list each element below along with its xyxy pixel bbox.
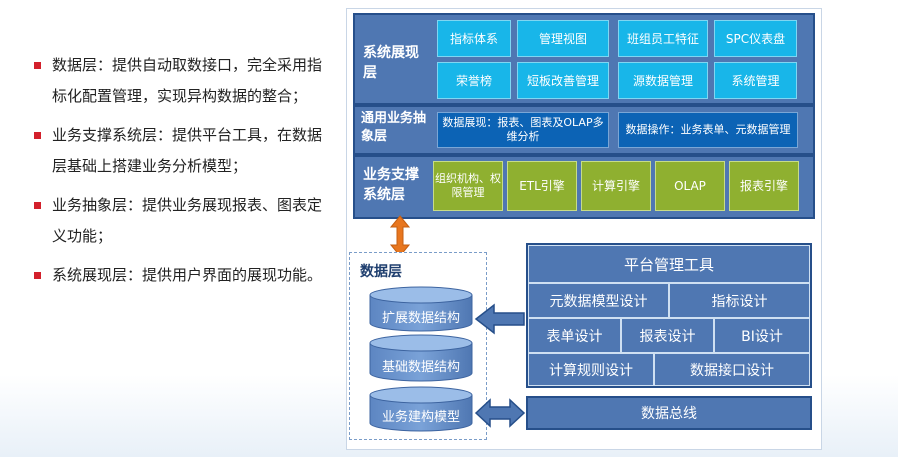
system-management-box: 系统管理 bbox=[714, 62, 797, 99]
metadata-model-design-cell: 元数据模型设计 bbox=[528, 283, 669, 318]
data-presentation-box: 数据展现：报表、图表及OLAP多维分析 bbox=[437, 112, 609, 148]
calculation-rule-design-cell: 计算规则设计 bbox=[528, 353, 654, 386]
platform-tools-panel: 平台管理工具 元数据模型设计 指标设计 表单设计 报表设计 BI设计 计算规则设… bbox=[526, 243, 812, 388]
left-arrow bbox=[474, 303, 525, 335]
data-layer-label: 数据层 bbox=[360, 264, 402, 280]
extended-data-structure-label: 扩展数据结构 bbox=[381, 311, 460, 326]
extended-data-structure-cylinder bbox=[369, 286, 473, 332]
presentation-layer: 系统展现层 指标体系 管理视图 班组员工特征 SPC仪表盘 荣誉榜 短板改善管理… bbox=[353, 13, 815, 105]
etl-engine-box: ETL引擎 bbox=[507, 161, 577, 211]
bullet-item: 系统展现层：提供用户界面的展现功能。 bbox=[34, 260, 324, 291]
bullet-text: 数据层：提供自动取数接口，完全采用指标化配置管理，实现异构数据的整合； bbox=[52, 56, 323, 105]
report-design-cell: 报表设计 bbox=[621, 318, 714, 353]
bullet-item: 数据层：提供自动取数接口，完全采用指标化配置管理，实现异构数据的整合； bbox=[34, 50, 324, 112]
bi-design-cell: BI设计 bbox=[714, 318, 810, 353]
support-layer: 业务支撑系统层 组织机构、权限管理 ETL引擎 计算引擎 OLAP 报表引擎 bbox=[353, 155, 815, 219]
orange-double-arrow bbox=[390, 215, 410, 257]
team-employee-features-box: 班组员工特征 bbox=[618, 20, 708, 57]
bullet-marker bbox=[34, 132, 41, 139]
management-view-box: 管理视图 bbox=[517, 20, 609, 57]
data-cylinders bbox=[369, 286, 473, 432]
data-interface-design-cell: 数据接口设计 bbox=[654, 353, 810, 386]
bullet-marker bbox=[34, 272, 41, 279]
abstraction-layer: 通用业务抽象层 数据展现：报表、图表及OLAP多维分析 数据操作：业务表单、元数… bbox=[353, 105, 815, 155]
bullet-text: 系统展现层：提供用户界面的展现功能。 bbox=[52, 266, 323, 284]
data-operation-box: 数据操作：业务表单、元数据管理 bbox=[618, 112, 798, 148]
support-layer-label: 业务支撑系统层 bbox=[363, 167, 419, 203]
basic-data-structure-label: 基础数据结构 bbox=[381, 360, 460, 375]
bullet-list: 数据层：提供自动取数接口，完全采用指标化配置管理，实现异构数据的整合； 业务支撑… bbox=[34, 50, 324, 299]
bus-double-arrow bbox=[474, 398, 526, 428]
source-data-management-box: 源数据管理 bbox=[618, 62, 708, 99]
indicator-system-box: 指标体系 bbox=[437, 20, 511, 57]
honor-roll-box: 荣誉榜 bbox=[437, 62, 511, 99]
spc-dashboard-box: SPC仪表盘 bbox=[714, 20, 797, 57]
bullet-text: 业务支撑系统层：提供平台工具，在数据层基础上搭建业务分析模型； bbox=[52, 126, 323, 175]
platform-tools-title: 平台管理工具 bbox=[528, 245, 810, 283]
bullet-item: 业务抽象层：提供业务展现报表、图表定义功能； bbox=[34, 190, 324, 252]
olap-box: OLAP bbox=[655, 161, 725, 211]
org-permission-box: 组织机构、权限管理 bbox=[433, 161, 503, 211]
bullet-marker bbox=[34, 62, 41, 69]
business-model-label: 业务建构模型 bbox=[381, 410, 460, 425]
bullet-marker bbox=[34, 202, 41, 209]
shortboard-improvement-box: 短板改善管理 bbox=[517, 62, 609, 99]
business-model-cylinder bbox=[369, 386, 473, 432]
presentation-layer-label: 系统展现层 bbox=[363, 45, 419, 81]
calculation-engine-box: 计算引擎 bbox=[581, 161, 651, 211]
report-engine-box: 报表引擎 bbox=[729, 161, 799, 211]
form-design-cell: 表单设计 bbox=[528, 318, 621, 353]
bullet-item: 业务支撑系统层：提供平台工具，在数据层基础上搭建业务分析模型； bbox=[34, 120, 324, 182]
abstraction-layer-label: 通用业务抽象层 bbox=[361, 111, 427, 144]
basic-data-structure-cylinder bbox=[369, 334, 473, 382]
indicator-design-cell: 指标设计 bbox=[669, 283, 810, 318]
bullet-text: 业务抽象层：提供业务展现报表、图表定义功能； bbox=[52, 196, 323, 245]
data-bus: 数据总线 bbox=[526, 396, 812, 430]
